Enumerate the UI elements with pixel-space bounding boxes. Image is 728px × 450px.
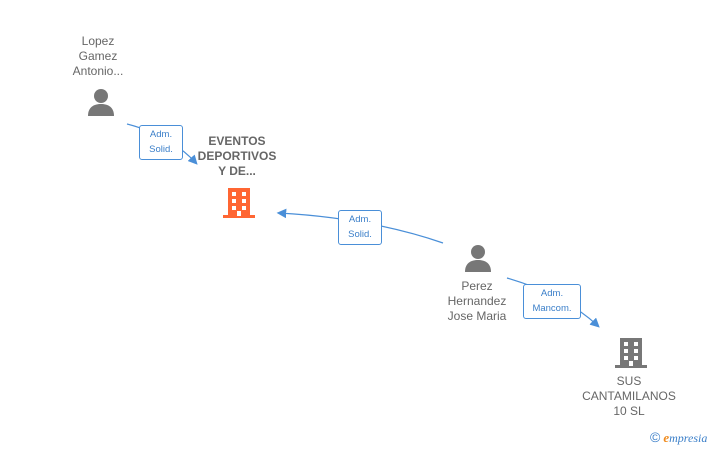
- role-badge-perez-sus: Adm. Mancom.: [523, 284, 581, 319]
- building-icon[interactable]: [615, 336, 647, 368]
- building-icon[interactable]: [223, 186, 255, 218]
- person-icon[interactable]: [86, 87, 116, 117]
- company-eventos-name[interactable]: EVENTOS DEPORTIVOS Y DE...: [197, 134, 277, 178]
- role-badge-lopez: Adm. Solid.: [139, 125, 183, 160]
- empresia-logo[interactable]: © empresia: [650, 429, 708, 445]
- person-lopez-name[interactable]: Lopez Gamez Antonio...: [72, 34, 124, 78]
- person-perez-name[interactable]: Perez Hernandez Jose Maria: [447, 279, 507, 323]
- company-sus-name[interactable]: SUS CANTAMILANOS 10 SL: [582, 374, 676, 418]
- person-icon[interactable]: [463, 243, 493, 273]
- role-badge-perez-eventos: Adm. Solid.: [338, 210, 382, 245]
- copyright-icon: ©: [650, 429, 661, 445]
